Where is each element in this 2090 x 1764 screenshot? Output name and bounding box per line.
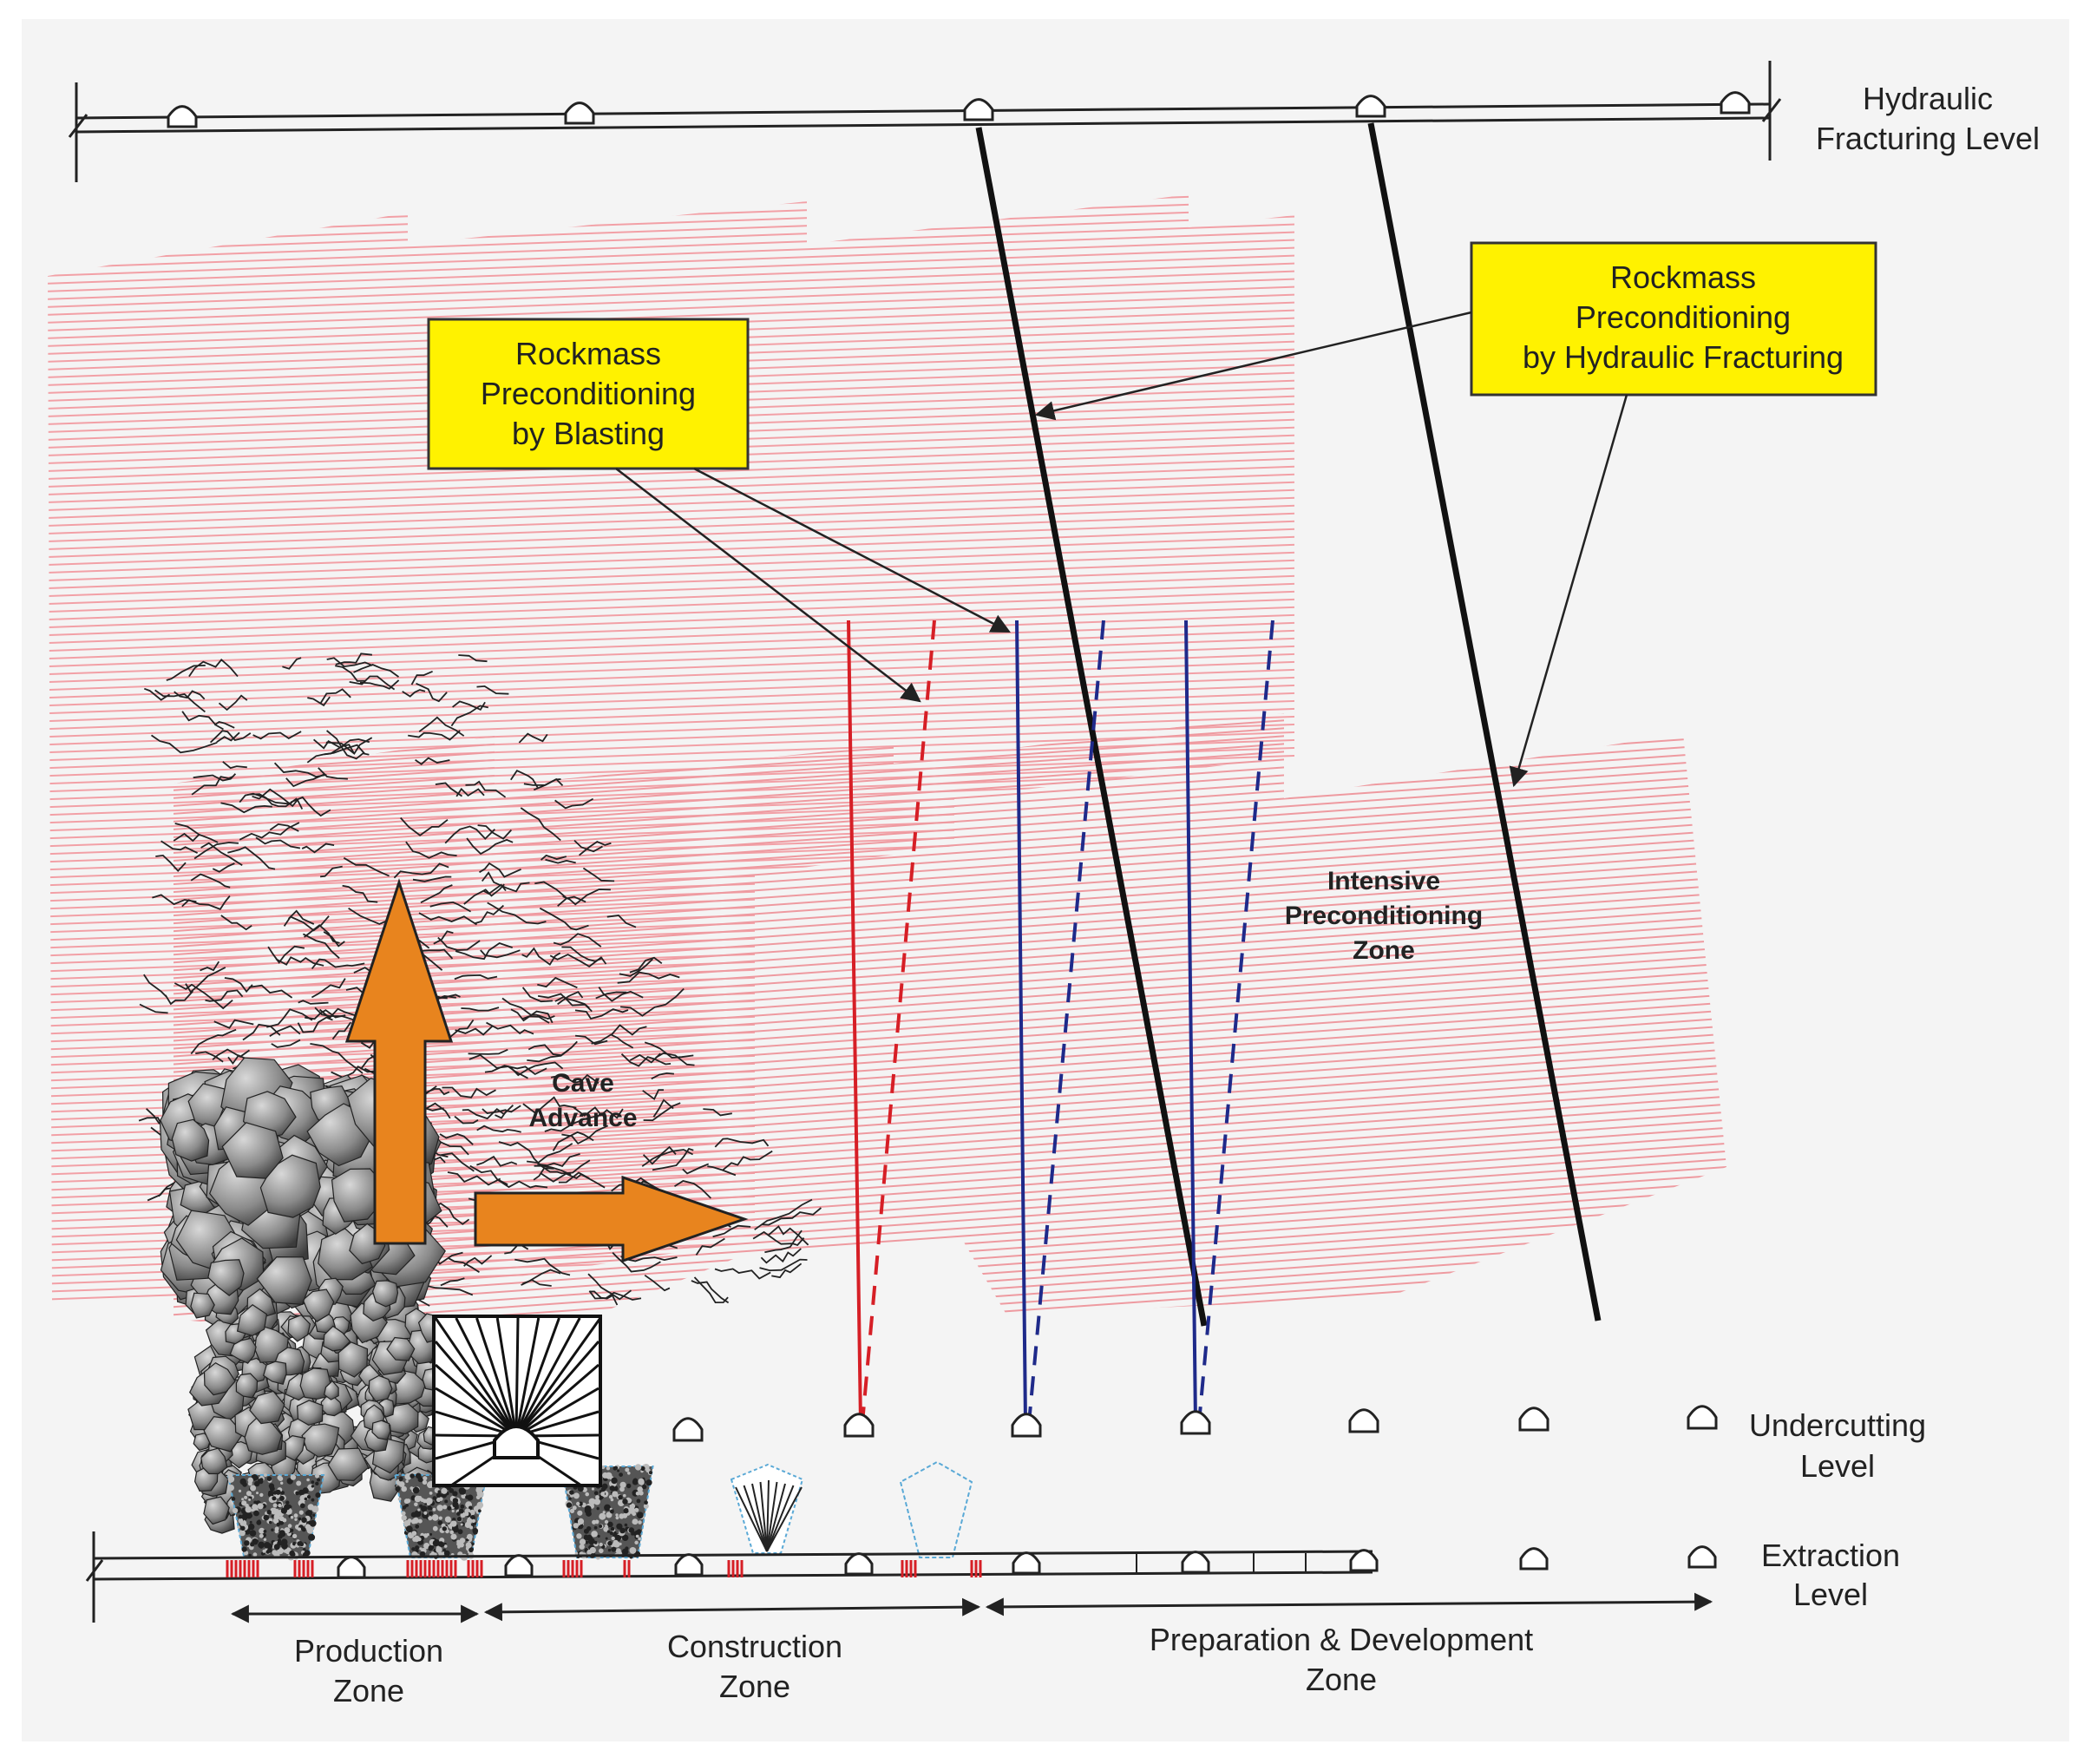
intensive-line-1: Intensive — [1327, 867, 1440, 895]
cave-advance-label: Cave Advance — [528, 1069, 637, 1132]
drift-arch-icon — [1519, 1547, 1549, 1571]
hydrofrac-hole-dashed-1 — [1027, 620, 1105, 1424]
hydraulic-level-line-1: Hydraulic — [1863, 81, 1993, 116]
callout-blasting-line-1: Rockmass — [515, 336, 661, 371]
drift-arch-icon — [844, 1552, 874, 1576]
drift-arch-icon — [674, 1553, 704, 1577]
intensive-line-2: Preconditioning — [1285, 902, 1483, 930]
fracture-plane-1 — [975, 127, 1208, 1327]
hydraulic-level-label: Hydraulic Fracturing Level — [1816, 81, 2040, 156]
drift-arch-icon — [337, 1556, 366, 1579]
drift-arch-icon — [1180, 1410, 1211, 1435]
extraction-level-line-1: Extraction — [1761, 1538, 1900, 1573]
preparation-zone-line-1: Preparation & Development — [1150, 1622, 1533, 1657]
undercutting-level-drifts — [672, 1405, 1718, 1442]
up-arrow-icon — [344, 878, 454, 1245]
preparation-zone-line-2: Zone — [1306, 1662, 1377, 1697]
callout-leaders — [615, 311, 1628, 788]
preparation-zone-label: Preparation & Development Zone — [1150, 1622, 1533, 1697]
undercutting-level-line-1: Undercutting — [1749, 1407, 1926, 1443]
extraction-level-label: Extraction Level — [1761, 1538, 1900, 1612]
construction-drawbell-fan — [730, 1463, 804, 1554]
right-arrow-icon — [474, 1175, 749, 1263]
callout-hydraulic-line-1: Rockmass — [1610, 259, 1756, 295]
production-zone-line-2: Zone — [333, 1673, 404, 1708]
callout-hydraulic-line-3: by Hydraulic Fracturing — [1523, 339, 1844, 375]
drift-arch-icon — [1687, 1405, 1718, 1430]
drift-arch-icon — [1349, 1549, 1379, 1572]
drift-arch-icon — [1687, 1545, 1717, 1569]
callout-blasting: Rockmass Preconditioning by Blasting — [427, 318, 750, 470]
drift-arch-icon — [504, 1554, 534, 1577]
callout-hydraulic-line-2: Preconditioning — [1576, 299, 1791, 335]
cave-advance-arrows — [344, 878, 749, 1263]
hydraulic-level-line-2: Fracturing Level — [1816, 121, 2040, 156]
drift-arch-icon — [493, 1425, 540, 1459]
blasting-hole-solid — [847, 620, 862, 1424]
drift-arch-icon — [843, 1413, 875, 1438]
drift-arch-icon — [1012, 1551, 1041, 1575]
callout-hydraulic: Rockmass Preconditioning by Hydraulic Fr… — [1470, 241, 1877, 397]
drift-arch-icon — [963, 98, 994, 121]
construction-zone-line-2: Zone — [719, 1669, 790, 1704]
drift-arch-icon — [1518, 1407, 1549, 1432]
hydrofrac-hole-solid-1 — [1015, 620, 1027, 1424]
cave-advance-line-2: Advance — [528, 1104, 637, 1132]
drift-arch-icon — [1720, 91, 1751, 115]
drift-arch-icon — [672, 1417, 704, 1442]
drift-arch-icon — [564, 102, 595, 125]
extraction-level — [85, 1531, 1717, 1623]
callout-blasting-line-3: by Blasting — [512, 416, 665, 451]
production-zone-label: Production Zone — [294, 1633, 443, 1708]
zone-dimensions — [230, 1592, 1713, 1623]
cave-advance-line-1: Cave — [552, 1069, 614, 1098]
fracture-plane-2 — [1367, 122, 1602, 1321]
intensive-line-3: Zone — [1353, 936, 1415, 965]
hydrofrac-hole-solid-2 — [1184, 620, 1197, 1424]
construction-zone-label: Construction Zone — [667, 1629, 842, 1704]
preconditioning-boreholes — [847, 620, 1274, 1424]
hydraulic-fracturing-level — [68, 61, 1782, 182]
drift-arch-icon — [1011, 1413, 1042, 1438]
production-zone-line-1: Production — [294, 1633, 443, 1669]
undercutting-level-line-2: Level — [1800, 1448, 1875, 1484]
undercutting-level-label: Undercutting Level — [1749, 1407, 1926, 1484]
drift-arch-icon — [1355, 95, 1386, 118]
empty-drawbell-outline — [899, 1460, 973, 1558]
drift-arch-icon — [1348, 1408, 1379, 1433]
drift-arch-icon — [1181, 1551, 1210, 1574]
intensive-zone-label: Intensive Preconditioning Zone — [1285, 867, 1483, 965]
hydrofrac-hole-dashed-2 — [1197, 620, 1274, 1424]
hydraulic-fracture-planes — [975, 122, 1602, 1327]
drift-arch-icon — [167, 105, 198, 128]
undercut-fan — [432, 1315, 602, 1487]
blasting-hole-dashed — [861, 620, 936, 1424]
callout-blasting-line-2: Preconditioning — [481, 376, 696, 411]
construction-zone-line-1: Construction — [667, 1629, 842, 1664]
extraction-level-line-2: Level — [1793, 1577, 1868, 1612]
